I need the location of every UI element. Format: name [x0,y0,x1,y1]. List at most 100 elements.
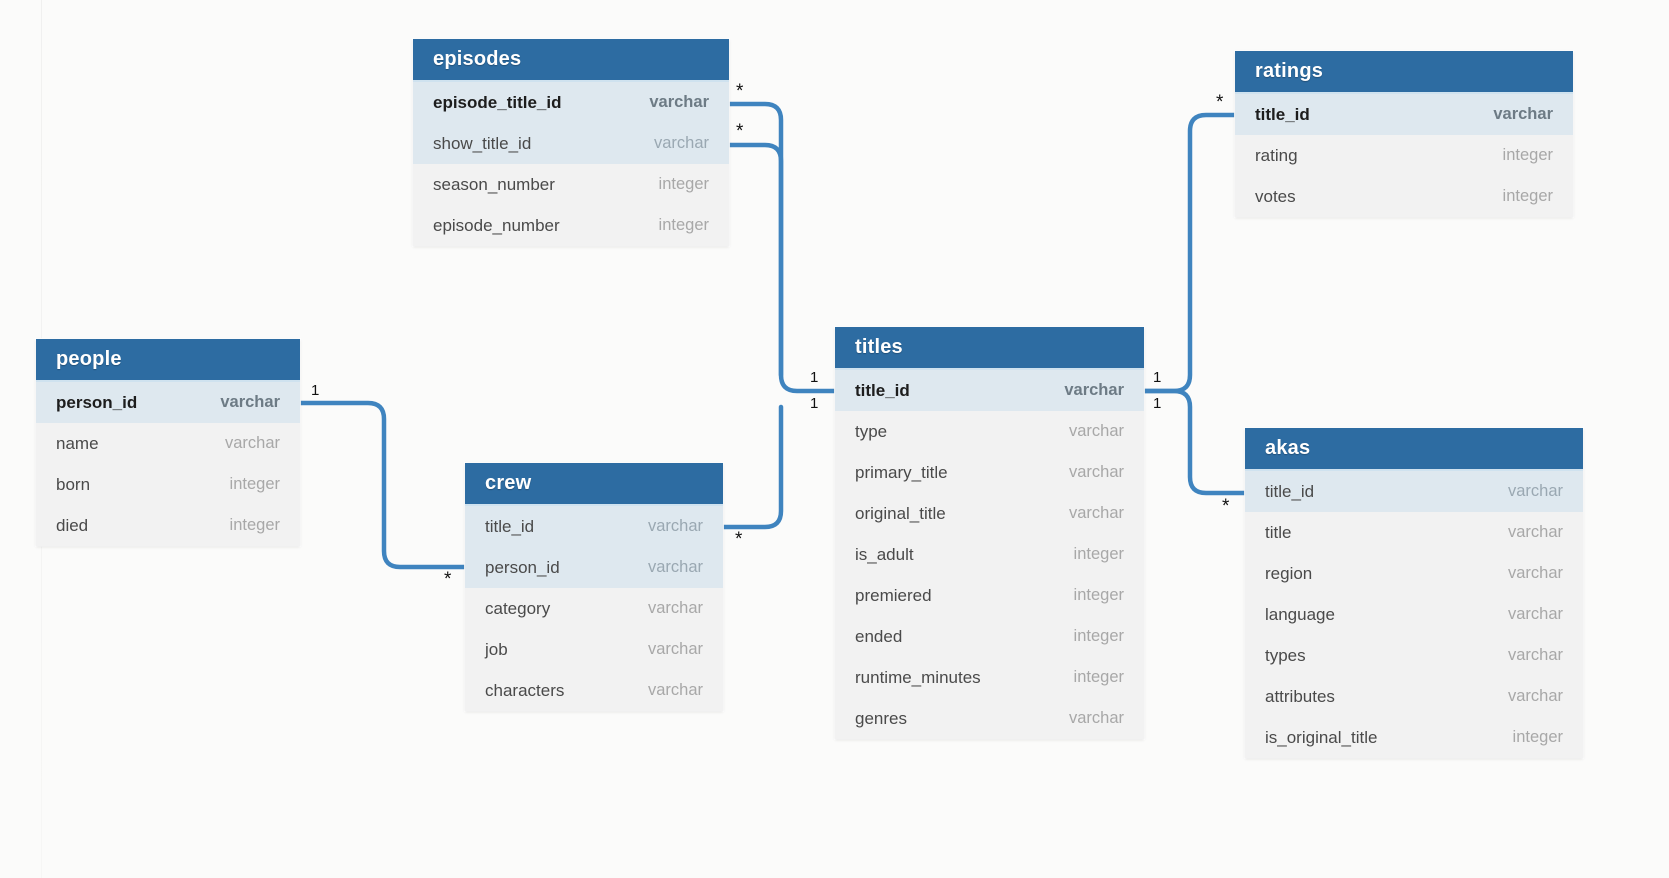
column-row-crew-category[interactable]: category varchar [465,588,723,629]
edge-titles-to-akas [1141,388,1248,496]
column-name: type [855,421,888,441]
column-name: title_id [1255,104,1310,124]
column-name: genres [855,708,907,728]
table-header-crew: crew [465,463,723,506]
cardinality-label-one: 1 [311,382,320,399]
column-name: premiered [855,585,932,605]
column-row-titles-type[interactable]: type varchar [835,411,1144,452]
column-row-titles-premiered[interactable]: premiered integer [835,575,1144,616]
column-row-akas-language[interactable]: language varchar [1245,594,1583,635]
column-name: language [1265,604,1335,624]
column-type: varchar [1507,564,1563,582]
column-type: varchar [647,558,703,576]
table-header-akas: akas [1245,428,1583,471]
column-type: varchar [647,640,703,658]
column-name: votes [1255,186,1296,206]
column-name: show_title_id [433,133,532,153]
column-name: title [1265,522,1292,542]
column-type: varchar [647,681,703,699]
column-row-crew-characters[interactable]: characters varchar [465,670,723,711]
cardinality-label-many: * [444,569,452,590]
column-type: varchar [1068,504,1124,522]
column-name: category [485,598,551,618]
column-type: varchar [653,134,709,152]
column-row-episodes-show_title_id[interactable]: show_title_id varchar [413,123,729,164]
column-type: varchar [1068,422,1124,440]
column-type: varchar [649,93,709,111]
table-header-titles: titles [835,327,1144,370]
column-type: varchar [1507,687,1563,705]
column-type: varchar [1507,605,1563,623]
cardinality-label-many: * [736,121,744,142]
edge-episodes-episode-title-to-titles [726,101,838,394]
column-type: varchar [1068,463,1124,481]
column-type: integer [1502,146,1553,164]
cardinality-label-one: 1 [810,395,819,412]
cardinality-label-one: 1 [810,369,819,386]
column-row-titles-runtime_minutes[interactable]: runtime_minutes integer [835,657,1144,698]
column-row-akas-types[interactable]: types varchar [1245,635,1583,676]
column-type: varchar [1507,482,1563,500]
edge-titles-to-ratings [1141,112,1238,394]
column-name: is_adult [855,544,914,564]
column-name: job [485,639,508,659]
column-name: title_id [1265,481,1315,501]
column-type: varchar [1493,105,1553,123]
column-type: integer [1073,668,1124,686]
cardinality-label-one: 1 [1153,369,1162,386]
column-row-titles-is_adult[interactable]: is_adult integer [835,534,1144,575]
column-row-ratings-rating[interactable]: rating integer [1235,135,1573,176]
column-row-akas-title_id[interactable]: title_id varchar [1245,471,1583,512]
column-type: integer [1073,586,1124,604]
column-name: rating [1255,145,1298,165]
column-type: varchar [1507,646,1563,664]
column-row-ratings-title_id[interactable]: title_id varchar [1235,94,1573,135]
column-type: integer [1073,545,1124,563]
column-type: integer [229,475,280,493]
column-type: varchar [647,517,703,535]
column-row-crew-person_id[interactable]: person_id varchar [465,547,723,588]
column-name: episode_number [433,215,560,235]
column-name: season_number [433,174,555,194]
column-name: types [1265,645,1306,665]
column-name: characters [485,680,565,700]
cardinality-label-many: * [736,81,744,102]
column-name: person_id [485,557,560,577]
column-name: title_id [485,516,535,536]
column-name: title_id [855,380,910,400]
edge-crew-title-to-titles [720,404,784,530]
column-name: ended [855,626,903,646]
column-row-crew-job[interactable]: job varchar [465,629,723,670]
column-name: runtime_minutes [855,667,981,687]
column-type: varchar [647,599,703,617]
column-row-titles-genres[interactable]: genres varchar [835,698,1144,739]
column-type: integer [1512,728,1563,746]
column-name: died [56,515,89,535]
column-type: varchar [1068,709,1124,727]
cardinality-label-many: * [1222,496,1230,517]
column-row-crew-title_id[interactable]: title_id varchar [465,506,723,547]
